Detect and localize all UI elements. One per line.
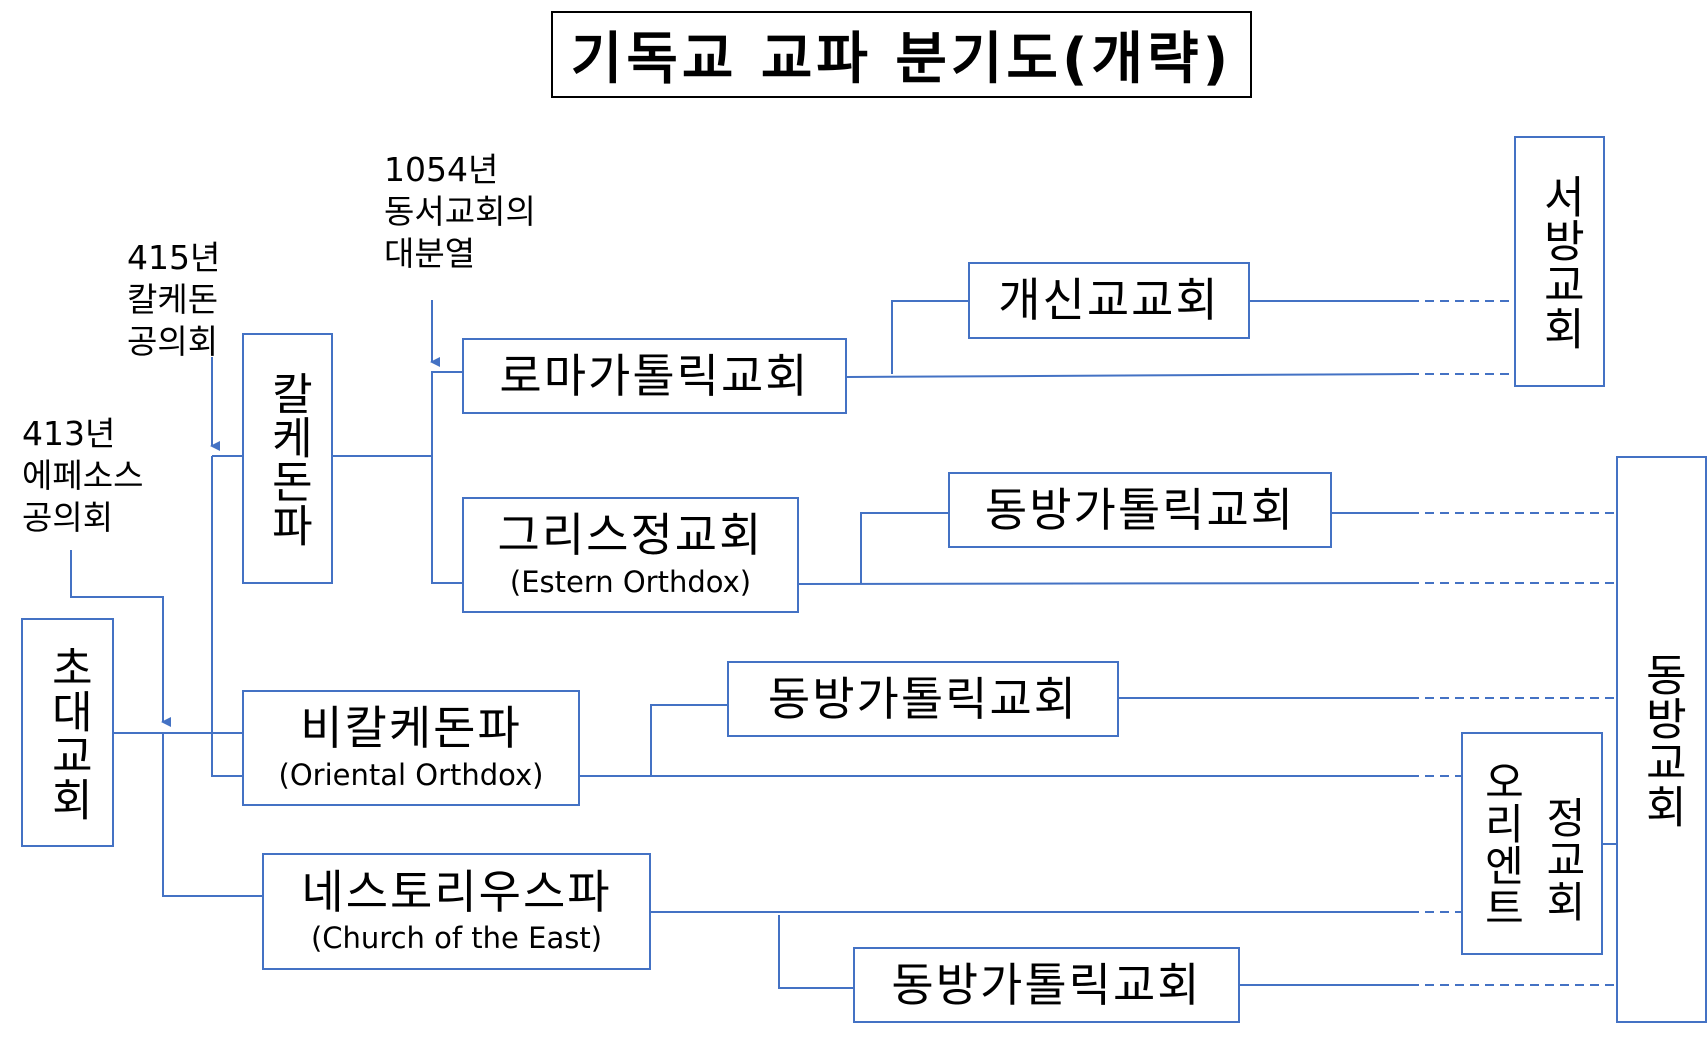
node-eastern-catholic-2-label: 동방가톨릭교회	[767, 671, 1079, 726]
nest-to-ec3	[778, 915, 853, 989]
nc-to-ec2	[650, 704, 727, 776]
node-eastern-church: 동방교회	[1616, 456, 1707, 1023]
node-western-church: 서방교회	[1514, 136, 1605, 387]
node-nestorian-sub: (Church of the East)	[310, 921, 603, 956]
node-roman-catholic-label: 로마가톨릭교회	[499, 348, 810, 403]
node-eastern-catholic-1-label: 동방가톨릭교회	[984, 482, 1296, 537]
node-early-church-label: 초대교회	[42, 644, 94, 821]
node-eastern-church-label: 동방교회	[1636, 651, 1688, 828]
note-ephesus-council: 413년 에페소스 공의회	[22, 414, 144, 537]
node-eastern-catholic-1: 동방가톨릭교회	[948, 472, 1332, 548]
node-protestant-label: 개신교교회	[998, 273, 1220, 328]
node-oriental-orthodox: 오리엔트 정교회	[1461, 732, 1603, 955]
rc-to-protestant	[891, 300, 968, 374]
node-chalcedonian-label: 칼케돈파	[262, 370, 314, 547]
node-non-chalcedonian: 비칼케돈파 (Oriental Orthdox)	[242, 690, 580, 806]
note-chalcedon-council: 415년 칼케돈 공의회	[127, 238, 221, 361]
node-nestorian-label: 네스토리우스파	[301, 864, 612, 919]
node-roman-catholic: 로마가톨릭교회	[462, 338, 847, 414]
rc-to-western	[846, 373, 1411, 378]
node-oriental-orthodox-col2: 정교회	[1538, 795, 1588, 922]
node-eastern-catholic-2: 동방가톨릭교회	[727, 661, 1119, 737]
node-early-church: 초대교회	[21, 618, 114, 847]
node-oriental-orthodox-columns: 오리엔트 정교회	[1477, 759, 1588, 928]
node-greek-orthodox: 그리스정교회 (Estern Orthdox)	[462, 497, 799, 613]
nestorian-branch	[162, 733, 262, 897]
node-non-chalcedonian-label: 비칼케돈파	[300, 701, 522, 756]
node-greek-orthodox-sub: (Estern Orthdox)	[509, 564, 752, 599]
ephesus-arrow	[70, 550, 171, 727]
chalcedon-split	[333, 371, 462, 457]
node-eastern-catholic-3: 동방가톨릭교회	[853, 947, 1240, 1023]
go-to-eastern	[798, 582, 1411, 585]
node-chalcedonian: 칼케돈파	[242, 333, 333, 584]
node-non-chalcedonian-sub: (Oriental Orthdox)	[278, 757, 544, 792]
go-to-ec1	[860, 512, 948, 584]
chalcedon-to-orthodox	[431, 456, 462, 584]
node-greek-orthodox-label: 그리스정교회	[497, 508, 764, 563]
node-protestant: 개신교교회	[968, 262, 1250, 339]
node-nestorian: 네스토리우스파 (Church of the East)	[262, 853, 651, 970]
diagram-title: 기독교 교파 분기도(개략)	[551, 11, 1252, 98]
node-eastern-catholic-3-label: 동방가톨릭교회	[891, 957, 1202, 1012]
note-great-schism: 1054년 동서교회의 대분열	[384, 150, 536, 273]
node-oriental-orthodox-col1: 오리엔트	[1477, 759, 1526, 928]
non-chalcedon-branch	[211, 456, 242, 777]
diagram-title-text: 기독교 교파 분기도(개략)	[570, 27, 1233, 92]
node-western-church-label: 서방교회	[1534, 173, 1586, 350]
